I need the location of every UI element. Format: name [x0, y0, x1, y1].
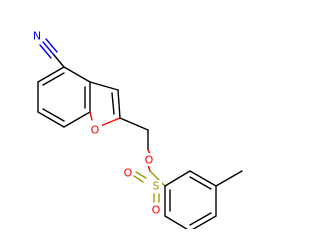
bond-ar-methyl: [215, 170, 243, 187]
nitrile-group: [39, 38, 65, 68]
benzofuran-furan-ring: [89, 81, 121, 128]
bond-c3a-c3: [89, 81, 119, 91]
sulfonyl-oxygen-bottom-label: O: [152, 204, 161, 217]
ester-oxygen-bg: [143, 153, 156, 166]
bond-ar4-ar5-inner: [189, 212, 212, 226]
sulfonyl-group: [133, 164, 166, 203]
bond-c6-c5: [37, 66, 65, 83]
bond-c3-c2: [117, 89, 121, 119]
bond-s-aryl: [149, 170, 166, 187]
bond-c5-c4: [63, 66, 91, 83]
atom-labels: N O O S O O: [33, 30, 162, 217]
structure-canvas: N O O S O O: [33, 30, 243, 229]
bond-ar4-ar5: [192, 215, 217, 229]
molecule-structure: N O O S O O: [33, 30, 243, 229]
nitrile-c-bond: [53, 54, 65, 68]
furan-oxygen-label: O: [91, 124, 100, 137]
bond-c3a-c7a: [63, 111, 91, 128]
bond-ar1-ar2: [164, 170, 191, 187]
bond-s-o-top-b: [133, 175, 144, 183]
bond-c7a-c7: [37, 111, 65, 128]
nitrile-triple-bond-c: [45, 38, 58, 53]
nitrile-triple-bond-b: [39, 44, 52, 59]
nitrile-nitrogen-label: N: [33, 30, 41, 43]
bond-c7a-o1: [89, 111, 93, 121]
benzofuran-benzene-ring: [37, 66, 91, 128]
ethyl-linker: [119, 117, 153, 158]
bond-ar2-ar3-inner: [189, 176, 212, 190]
bond-c3-c2-inner: [111, 92, 115, 115]
bond-ar5-ar6: [164, 215, 189, 229]
bond-ar2-ar3: [189, 170, 217, 187]
sulfur-label: S: [153, 180, 160, 193]
sulfonyl-oxygen-top-label: O: [124, 167, 133, 180]
bond-c7a-c7-inner: [42, 108, 65, 122]
bond-c2-ch2: [119, 117, 149, 131]
nitrile-triple-bond-a: [42, 41, 55, 56]
bond-s-o-top-a: [135, 171, 147, 179]
bond-c6-c5-inner: [42, 72, 65, 86]
furan-oxygen-bg: [89, 123, 102, 136]
sulfur-bg: [149, 180, 162, 193]
ester-oxygen-label: O: [145, 154, 154, 167]
tolyl-ring: [164, 170, 243, 229]
